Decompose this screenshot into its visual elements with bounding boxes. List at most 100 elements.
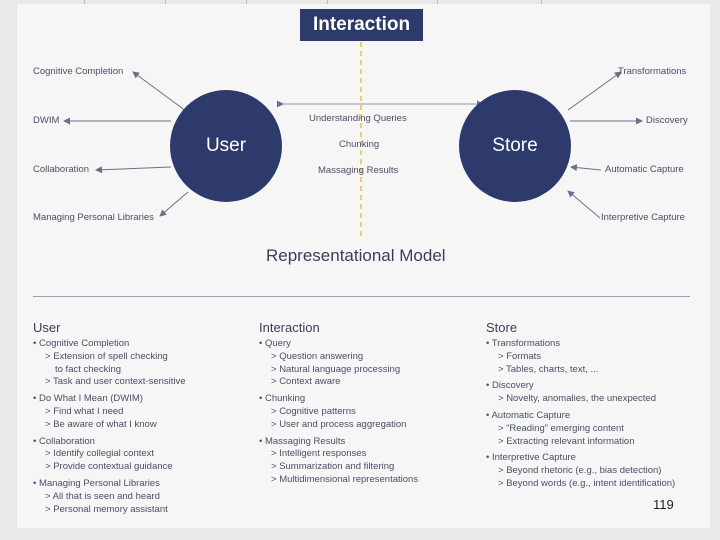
store-circle: Store (459, 90, 571, 202)
sub-item-text: Extracting relevant information (506, 435, 635, 447)
sub-item: > Extracting relevant information (498, 435, 635, 447)
arrow-interpretive-capture (567, 190, 601, 219)
left-label-managing-personal-libraries: Managing Personal Libraries (33, 212, 154, 223)
sub-item: > Summarization and filtering (271, 461, 395, 473)
list-group: • Transformations > Formats > Tables, ch… (486, 338, 711, 376)
list-group: • Query > Question answering > Natural l… (259, 338, 484, 389)
right-label-discovery: Discovery (646, 115, 688, 126)
arrow-managing-libraries (159, 191, 189, 217)
list-group: • Interpretive Capture > Beyond rhetoric… (486, 452, 711, 490)
window-frame-bottom (0, 528, 720, 540)
arrow-automatic-capture (570, 164, 602, 172)
tab-divider (84, 0, 85, 4)
bullet-item: • Massaging Results (259, 435, 346, 447)
sub-item: > Extension of spell checking (45, 350, 168, 362)
left-label-cognitive-completion: Cognitive Completion (33, 66, 124, 77)
sub-item: > Natural language processing (271, 363, 401, 375)
sub-item: > Beyond rhetoric (e.g., bias detection) (498, 465, 662, 477)
tab-divider (437, 0, 438, 4)
sub-item-text: Multidimensional representations (279, 473, 419, 485)
list-group: • Discovery > Novelty, anomalies, the un… (486, 380, 711, 406)
sub-item: > Identify collegial context (45, 448, 155, 460)
sub-item-text: Task and user context-sensitive (53, 376, 186, 388)
tab-divider (327, 0, 328, 4)
arrow-collaboration (95, 166, 172, 174)
bullet-text: Interpretive Capture (491, 452, 576, 464)
left-label-dwim: DWIM (33, 115, 60, 126)
bullet-item: • Chunking (259, 393, 306, 405)
list-group: • Massaging Results > Intelligent respon… (259, 436, 484, 487)
sub-item: > User and process aggregation (271, 418, 407, 430)
sub-item-text: Be aware of what I know (53, 418, 157, 430)
store-column: Store • Transformations > Formats > Tabl… (486, 320, 711, 495)
sub-item-text: Intelligent responses (279, 448, 367, 460)
list-group: • Collaboration > Identify collegial con… (33, 436, 258, 474)
section-divider (33, 296, 690, 297)
tab-divider (246, 0, 247, 4)
left-label-collaboration: Collaboration (33, 164, 89, 175)
sub-item: > All that is seen and heard (45, 490, 160, 502)
column-title: User (33, 320, 61, 335)
sub-item: > Question answering (271, 350, 364, 362)
tab-divider (165, 0, 166, 4)
bullet-item: • Automatic Capture (486, 409, 571, 421)
page-number: 119 (653, 497, 674, 512)
list-group: • Managing Personal Libraries > All that… (33, 478, 258, 516)
sub-item: > Tables, charts, text, ... (498, 363, 599, 375)
bullet-text: Managing Personal Libraries (38, 477, 160, 489)
sub-item-text: Summarization and filtering (279, 461, 395, 473)
user-column: User • Cognitive Completion > Extension … (33, 320, 258, 520)
bullet-text: Query (264, 338, 291, 349)
arrow-cognitive-completion (132, 71, 187, 112)
right-label-automatic-capture: Automatic Capture (605, 164, 684, 175)
column-title: Store (486, 320, 518, 335)
bullet-text: Collaboration (38, 435, 95, 447)
bullet-text: Transformations (491, 338, 561, 349)
bullet-text: Cognitive Completion (38, 338, 130, 349)
right-label-transformations: Transformations (618, 66, 687, 77)
bullet-text: Massaging Results (264, 435, 346, 447)
sub-item-continuation: to fact checking (55, 363, 122, 375)
tab-divider (541, 0, 542, 4)
sub-item-text: Identify collegial context (53, 448, 155, 460)
bullet-item: • Query (259, 338, 291, 349)
arrow-transformations (567, 71, 622, 111)
diagram-title: Interaction (300, 9, 423, 41)
sub-item-text: Beyond words (e.g., intent identificatio… (506, 477, 676, 489)
sub-item: > Be aware of what I know (45, 418, 157, 430)
sub-item-text: Context aware (279, 376, 341, 388)
sub-item-text: Tables, charts, text, ... (506, 363, 599, 375)
list-group: • Cognitive Completion > Extension of sp… (33, 338, 258, 389)
list-group: • Automatic Capture > “Reading” emerging… (486, 410, 711, 448)
bullet-item: • Do What I Mean (DWIM) (33, 393, 143, 405)
window-frame-right (710, 4, 720, 540)
list-group: • Chunking > Cognitive patterns > User a… (259, 393, 484, 431)
representational-model-label: Representational Model (266, 246, 446, 265)
sub-item: > Intelligent responses (271, 448, 367, 460)
sub-item-text: Find what I need (53, 405, 124, 417)
bullet-text: Chunking (264, 393, 306, 405)
sub-item: > Context aware (271, 376, 341, 388)
list-group: • Do What I Mean (DWIM) > Find what I ne… (33, 393, 258, 431)
right-label-interpretive-capture: Interpretive Capture (601, 212, 685, 223)
sub-item-text: “Reading” emerging content (506, 422, 624, 434)
sub-item-text: Novelty, anomalies, the unexpected (506, 393, 656, 405)
window-frame-left (0, 4, 17, 540)
sub-item: > Task and user context-sensitive (45, 376, 186, 388)
center-label-massaging-results: Massaging Results (318, 165, 399, 176)
bullet-text: Automatic Capture (491, 409, 571, 421)
center-label-chunking: Chunking (339, 139, 380, 150)
sub-item: > “Reading” emerging content (498, 422, 624, 434)
interaction-column: Interaction • Query > Question answering… (259, 320, 484, 491)
sub-item-text: Formats (506, 350, 542, 362)
sub-item: > Find what I need (45, 405, 124, 417)
center-label-understanding-queries: Understanding Queries (309, 113, 407, 124)
bullet-item: • Transformations (486, 338, 561, 349)
bullet-item: • Cognitive Completion (33, 338, 130, 349)
sub-item: > Beyond words (e.g., intent identificat… (498, 477, 676, 489)
sub-item: > Personal memory assistant (45, 503, 168, 515)
bullet-text: Do What I Mean (DWIM) (38, 393, 143, 405)
user-circle: User (170, 90, 282, 202)
sub-item: > Provide contextual guidance (45, 461, 173, 473)
sub-item-text: Cognitive patterns (279, 405, 356, 417)
